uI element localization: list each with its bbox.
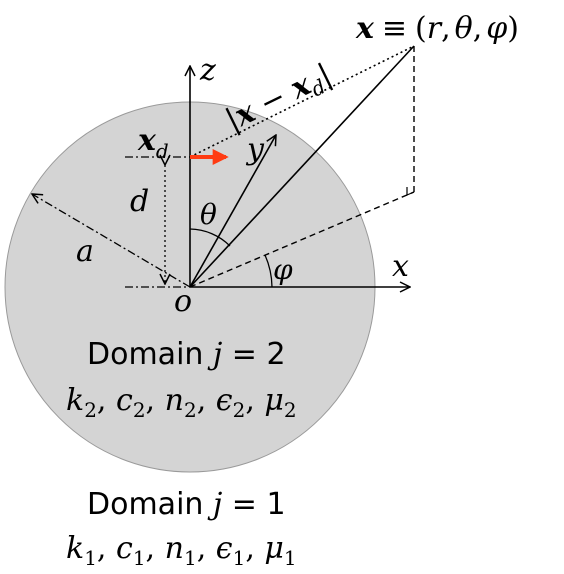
c2-sub: 2 (133, 398, 146, 422)
theta-label: θ (200, 198, 217, 231)
point-label: x≡(r,θ,φ) (355, 11, 519, 46)
domain-2-title: Domain j = 2 (87, 337, 286, 372)
distance-line (189, 45, 415, 158)
z-axis-label: z (199, 53, 216, 88)
k1: k (66, 531, 84, 566)
y-axis (189, 135, 276, 288)
y-axis-label: y (245, 132, 265, 167)
sep: , (197, 383, 216, 418)
x-axis-label: x (392, 249, 409, 284)
eps1: ϵ (216, 531, 233, 566)
coord-phi: φ (486, 11, 507, 46)
c2: c (116, 383, 133, 418)
sep: , (245, 383, 264, 418)
coord-comma-2: , (473, 11, 483, 46)
domain-2-params: k2, c2, n2, ϵ2, μ2 (66, 383, 297, 422)
radius-label: a (76, 234, 94, 269)
xd-subscript: d (156, 139, 169, 163)
radius-line (32, 194, 191, 288)
eps1-sub: 1 (233, 546, 246, 570)
sep: , (97, 383, 116, 418)
sep: , (146, 531, 165, 566)
domain-1-title: Domain j = 1 (87, 487, 286, 522)
origin-label: o (174, 284, 192, 319)
mu2: μ (264, 383, 284, 418)
sep: , (97, 531, 116, 566)
domain-2-eq: = 2 (222, 337, 285, 372)
coord-r: r (427, 11, 443, 46)
coords-close: ) (507, 11, 519, 46)
domain-1-word: Domain (87, 487, 213, 522)
phi-arc (264, 254, 273, 288)
dipole-position-label: xd (137, 123, 169, 163)
sep: , (245, 531, 264, 566)
eps2: ϵ (216, 383, 233, 418)
point-x-symbol: x (355, 11, 375, 46)
n1: n (165, 531, 184, 566)
c1-sub: 1 (133, 546, 146, 570)
coords-open: ( (415, 11, 427, 46)
xd-symbol: x (137, 123, 157, 158)
k2-sub: 2 (84, 398, 97, 422)
domain-2-word: Domain (87, 337, 213, 372)
k1-sub: 1 (84, 546, 97, 570)
mu2-sub: 2 (284, 398, 297, 422)
mu1: μ (264, 531, 284, 566)
n1-sub: 1 (184, 546, 197, 570)
eps2-sub: 2 (233, 398, 246, 422)
c1: c (116, 531, 133, 566)
sep: , (146, 383, 165, 418)
coord-comma-1: , (441, 11, 451, 46)
projection-xy-plane (189, 191, 415, 288)
n2: n (165, 383, 184, 418)
mu1-sub: 1 (284, 546, 297, 570)
right-angle-mark (406, 187, 415, 196)
domain-1-eq: = 1 (222, 487, 285, 522)
k2: k (66, 383, 84, 418)
equiv-symbol: ≡ (382, 11, 407, 46)
domain-1-params: k1, c1, n1, ϵ1, μ1 (66, 531, 297, 570)
position-vector (189, 45, 415, 288)
d-label: d (130, 184, 149, 219)
phi-label: φ (273, 253, 293, 286)
coord-theta: θ (455, 11, 473, 46)
n2-sub: 2 (184, 398, 197, 422)
theta-arc (189, 228, 231, 247)
sep: , (197, 531, 216, 566)
